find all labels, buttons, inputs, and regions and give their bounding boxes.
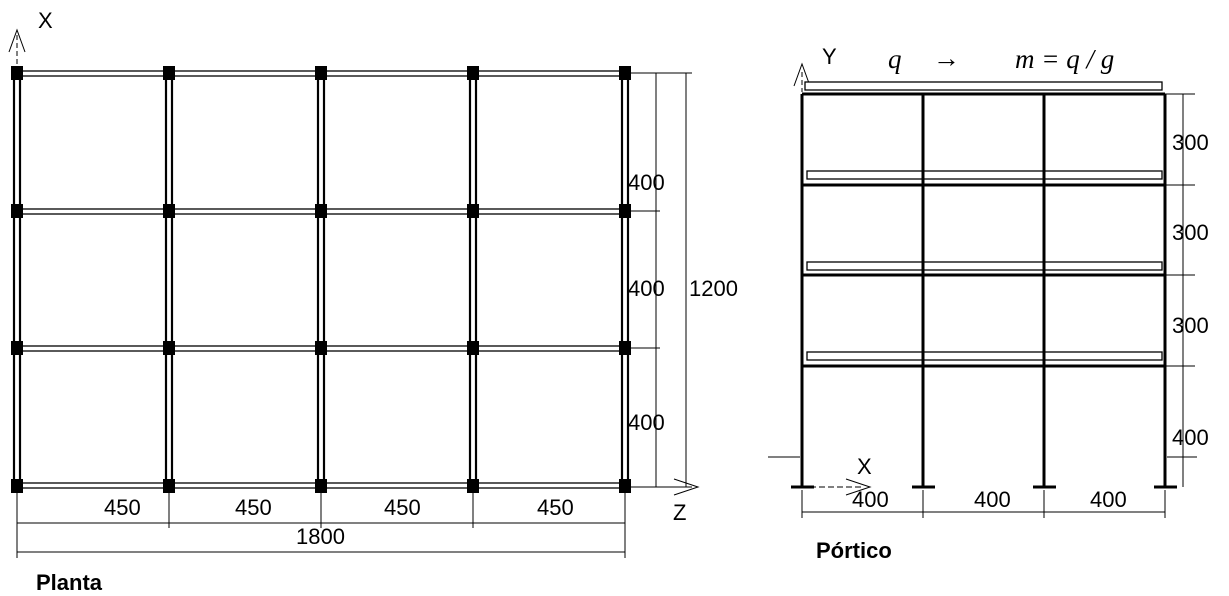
frame-y-axis-label: Y (822, 44, 837, 69)
frame-dim-h-1: 300 (1172, 130, 1209, 155)
plan-dim-y-total: 1200 (689, 276, 738, 301)
frame-y-axis-arrow (793, 62, 811, 92)
plan-dim-x-total: 1800 (296, 524, 345, 549)
frame-dim-h-3: 300 (1172, 313, 1209, 338)
load-arrow: → (933, 43, 960, 73)
frame-slab (806, 351, 1163, 361)
plan-column-line (12, 68, 22, 492)
frame-columns (800, 94, 1167, 487)
frame-dim-h-2: 300 (1172, 220, 1209, 245)
frame-dim-span-2: 400 (974, 487, 1011, 512)
plan-column-node (163, 479, 175, 493)
plan-column-node (11, 479, 23, 493)
frame-dim-span-3: 400 (1090, 487, 1127, 512)
plan-column-lines (12, 68, 630, 492)
frame-caption: Pórtico (816, 538, 892, 563)
frame-slab (804, 81, 1163, 91)
plan-column-node (315, 479, 327, 493)
plan-column-node (315, 66, 327, 80)
plan-column-node (467, 204, 479, 218)
plan-column-line (164, 68, 174, 492)
frame-dim-span-1: 400 (852, 487, 889, 512)
plan-view: X Z (8, 8, 738, 595)
plan-column-node (11, 341, 23, 355)
plan-dim-y-3: 400 (628, 410, 665, 435)
plan-column-node (163, 341, 175, 355)
plan-column-node (315, 341, 327, 355)
plan-vertical-dimensions (628, 72, 692, 488)
plan-dim-x-2: 450 (235, 495, 272, 520)
frame-slab (806, 170, 1163, 180)
frame-slab (806, 261, 1163, 271)
plan-column-node (467, 66, 479, 80)
plan-z-axis-label: Z (673, 500, 686, 525)
plan-x-axis-label: X (38, 8, 53, 33)
plan-column-node (467, 341, 479, 355)
plan-column-node (619, 204, 631, 218)
plan-dim-x-1: 450 (104, 495, 141, 520)
plan-column-node (619, 479, 631, 493)
plan-column-node (163, 66, 175, 80)
frame-horizontal-dimensions (801, 490, 1166, 518)
frame-x-axis-label: X (857, 454, 872, 479)
plan-horizontal-dimensions (16, 490, 626, 558)
plan-column-node (619, 66, 631, 80)
plan-column-node (11, 66, 23, 80)
frame-view: Y q → m = q / g (768, 43, 1209, 563)
plan-dim-x-4: 450 (537, 495, 574, 520)
plan-dim-y-2: 400 (628, 276, 665, 301)
plan-dim-x-3: 450 (384, 495, 421, 520)
load-q: q (888, 44, 902, 74)
plan-column-nodes (11, 66, 631, 493)
plan-x-axis-arrow (8, 28, 26, 70)
frame-x-axis-arrow (810, 478, 872, 496)
plan-caption: Planta (36, 570, 103, 595)
frame-slabs (804, 81, 1163, 361)
plan-column-node (467, 479, 479, 493)
load-mass-expression: m = q / g (1015, 44, 1114, 74)
frame-dim-h-4: 400 (1172, 425, 1209, 450)
plan-column-node (315, 204, 327, 218)
frame-beams (802, 92, 1165, 368)
plan-column-node (163, 204, 175, 218)
plan-dim-y-1: 400 (628, 170, 665, 195)
plan-column-line (468, 68, 478, 492)
plan-column-node (11, 204, 23, 218)
frame-vertical-dimensions (1165, 93, 1195, 487)
plan-column-line (316, 68, 326, 492)
plan-column-node (619, 341, 631, 355)
